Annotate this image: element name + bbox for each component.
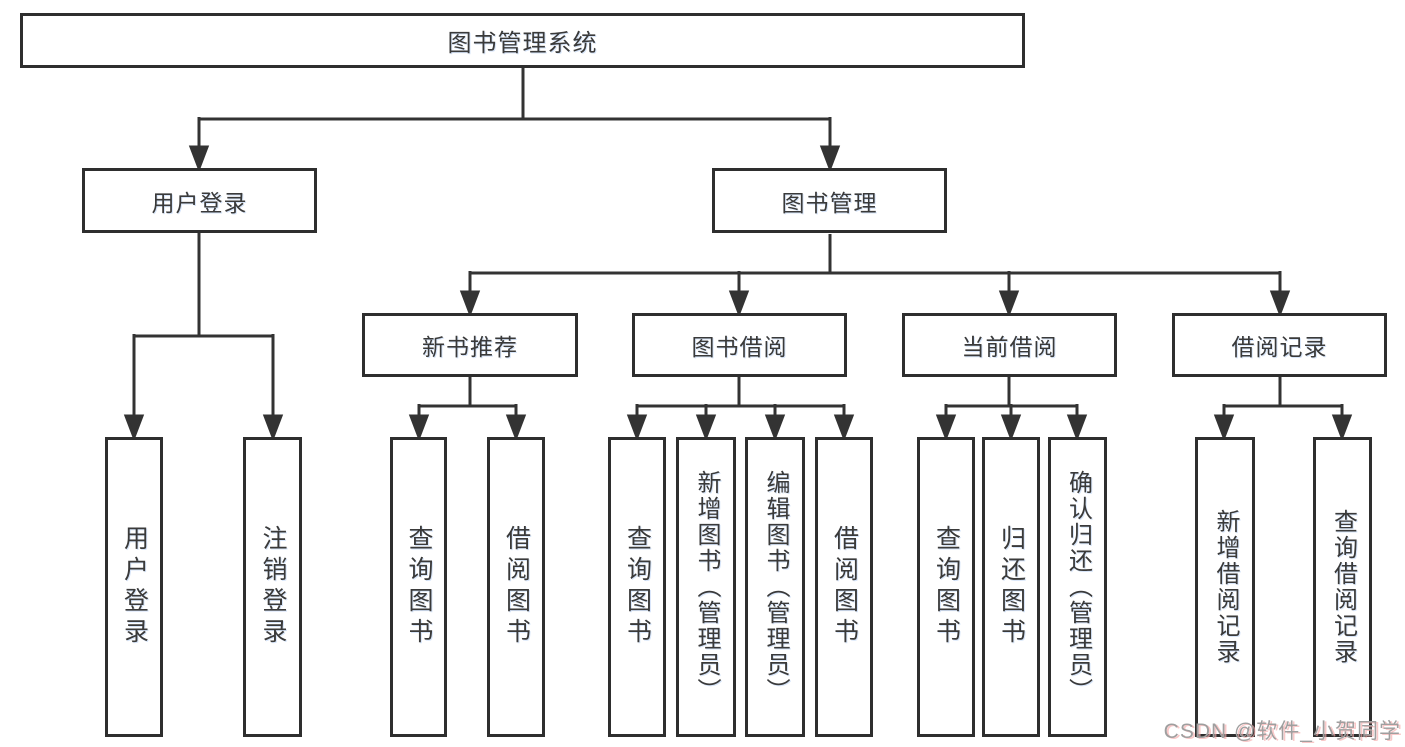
node-book-management: 图书管理 — [712, 168, 947, 233]
leaf-query-book-borrow: 查询图书 — [608, 437, 666, 737]
watermark: CSDN @软件_小贺同学 — [1163, 720, 1401, 743]
node-borrowing-records: 借阅记录 — [1172, 313, 1387, 377]
leaf-borrow-book: 借阅图书 — [815, 437, 873, 737]
node-book-borrowing: 图书借阅 — [632, 313, 847, 377]
node-current-borrowing: 当前借阅 — [902, 313, 1117, 377]
leaf-return-book: 归还图书 — [982, 437, 1040, 737]
leaf-query-book-current: 查询图书 — [917, 437, 975, 737]
leaf-add-borrow-record: 新增借阅记录 — [1195, 437, 1255, 737]
leaf-edit-book-admin: 编辑图书（管理员） — [745, 437, 805, 737]
node-new-book-recommendation: 新书推荐 — [362, 313, 578, 377]
leaf-logout: 注销登录 — [243, 437, 302, 737]
leaf-query-borrow-record: 查询借阅记录 — [1313, 437, 1372, 737]
leaf-borrow-book-recommend: 借阅图书 — [487, 437, 545, 737]
leaf-user-login: 用户登录 — [105, 437, 163, 737]
leaf-query-book-recommend: 查询图书 — [390, 437, 447, 737]
node-library-management-system: 图书管理系统 — [20, 13, 1025, 68]
node-user-login: 用户登录 — [82, 168, 317, 233]
leaf-add-book-admin: 新增图书（管理员） — [676, 437, 736, 737]
leaf-confirm-return-admin: 确认归还（管理员） — [1048, 437, 1107, 737]
